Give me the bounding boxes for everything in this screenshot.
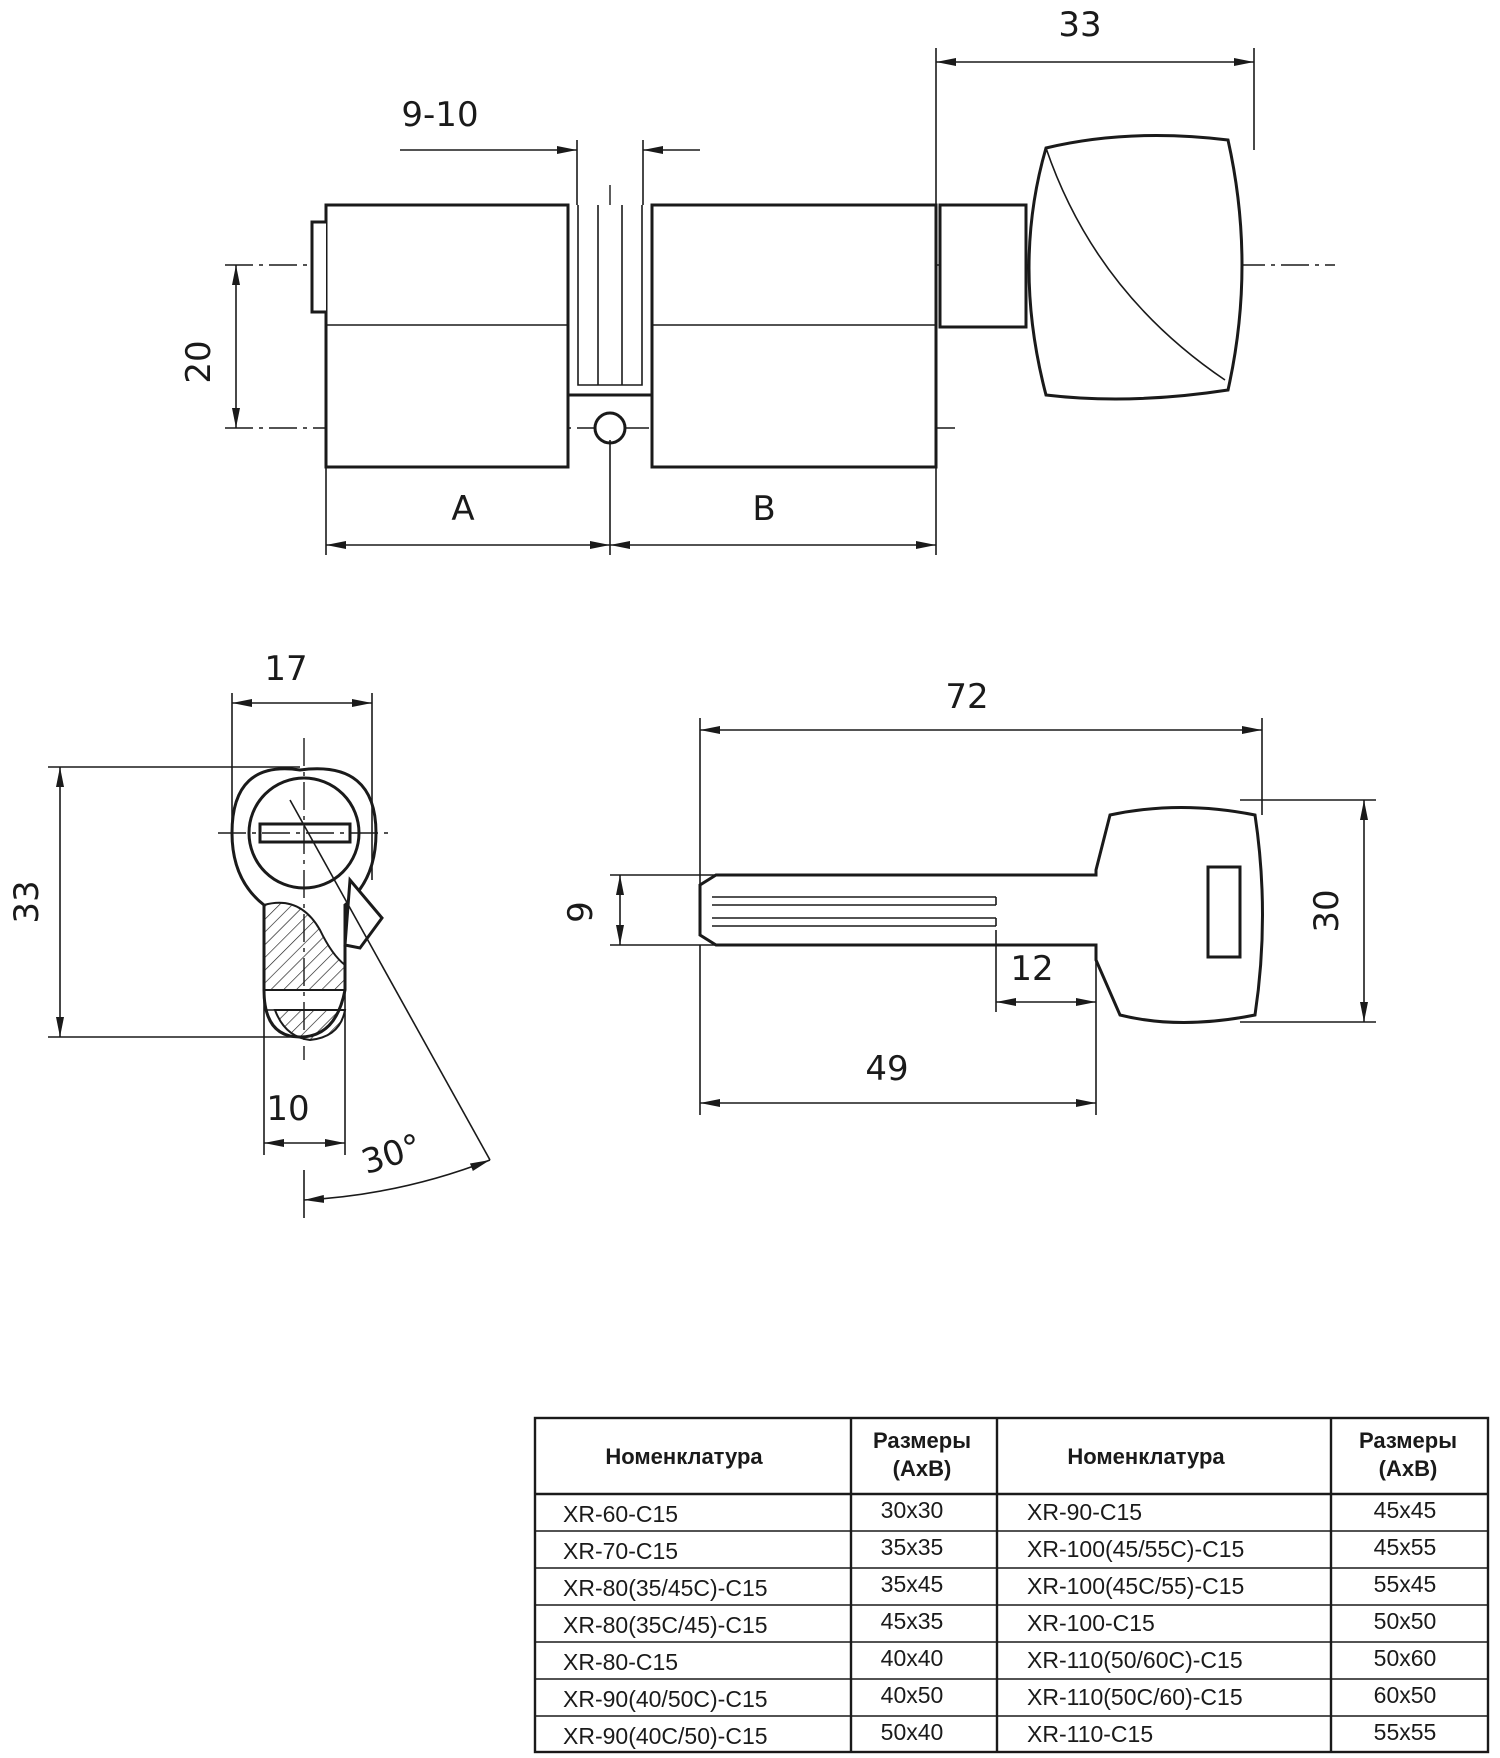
row-size-left: 30x30 [881, 1497, 944, 1523]
key-view: 72 9 30 12 49 [561, 677, 1376, 1115]
row-size-right: 50x50 [1374, 1608, 1437, 1634]
row-size-left: 45x35 [881, 1608, 944, 1634]
header-size-left-1: Размеры [873, 1428, 971, 1453]
row-name-right: XR-100(45/55C)-C15 [1027, 1536, 1244, 1562]
dim-blade-length: 49 [865, 1049, 908, 1089]
row-name-right: XR-110(50/60C)-C15 [1027, 1647, 1243, 1673]
row-name-left: XR-70-C15 [563, 1538, 678, 1564]
row-size-left: 40x50 [881, 1682, 944, 1708]
cylinder-profile-view: 17 33 10 30° [7, 649, 491, 1218]
table-row: XR-80(35C/45)-C15 45x35 XR-100-C15 50x50 [563, 1608, 1436, 1638]
spec-table: Номенклатура Размеры (АхВ) Номенклатура … [533, 1416, 1490, 1754]
fixing-hole [593, 411, 627, 445]
dim-shoulder-gap: 12 [1010, 949, 1053, 989]
dim-blade-height: 9 [561, 901, 601, 923]
row-size-right: 45x55 [1374, 1534, 1437, 1560]
row-name-right: XR-90-C15 [1027, 1499, 1142, 1525]
table-row: XR-70-C15 35x35 XR-100(45/55C)-C15 45x55 [563, 1534, 1436, 1564]
row-size-left: 35x35 [881, 1534, 944, 1560]
dim-profile-height: 33 [7, 880, 47, 923]
thumb-turn-shaft [938, 203, 1028, 329]
row-name-left: XR-90(40C/50)-C15 [563, 1723, 768, 1749]
dim-side-b: B [752, 489, 775, 529]
header-size-right-1: Размеры [1359, 1428, 1457, 1453]
header-name-right: Номенклатура [1067, 1444, 1225, 1469]
row-name-right: XR-110(50C/60)-C15 [1027, 1684, 1243, 1710]
row-name-left: XR-90(40/50C)-C15 [563, 1686, 768, 1712]
dim-cam-width: 10 [266, 1089, 309, 1129]
header-size-left-2: (АхВ) [893, 1456, 952, 1481]
thumb-turn-knob [1027, 134, 1244, 401]
dim-side-a: A [451, 489, 474, 529]
key-outline [698, 806, 1264, 1024]
row-name-right: XR-100(45C/55)-C15 [1027, 1573, 1244, 1599]
row-size-left: 50x40 [881, 1719, 944, 1745]
key-bow-hole [1206, 865, 1242, 959]
row-name-left: XR-80(35/45C)-C15 [563, 1575, 768, 1601]
row-size-left: 35x45 [881, 1571, 944, 1597]
header-name-left: Номенклатура [605, 1444, 763, 1469]
cam-slot [566, 205, 654, 397]
header-size-right-2: (АхВ) [1379, 1456, 1438, 1481]
dim-key-length: 72 [945, 677, 988, 717]
dim-knob-length: 33 [1058, 5, 1101, 45]
row-name-left: XR-80(35C/45)-C15 [563, 1612, 768, 1638]
cylinder-front-view: 33 9-10 20 A B [179, 5, 1335, 555]
cam-tab [343, 876, 384, 950]
row-name-right: XR-110-C15 [1027, 1721, 1153, 1747]
row-name-left: XR-60-C15 [563, 1501, 678, 1527]
cylinder-body-left [324, 203, 570, 469]
row-size-right: 45x45 [1374, 1497, 1437, 1523]
dim-slot-width: 9-10 [401, 95, 478, 135]
row-size-right: 55x55 [1374, 1719, 1437, 1745]
cylinder-end-cap [310, 220, 326, 314]
table-row: XR-80-C15 40x40 XR-110(50/60C)-C15 50x60 [563, 1645, 1436, 1675]
row-name-left: XR-80-C15 [563, 1649, 678, 1675]
cam-section-hatch [263, 901, 346, 991]
table-row: XR-90(40/50C)-C15 40x50 XR-110(50C/60)-C… [563, 1682, 1436, 1712]
row-size-left: 40x40 [881, 1645, 944, 1671]
row-size-right: 50x60 [1374, 1645, 1437, 1671]
table-row: XR-90(40C/50)-C15 50x40 XR-110-C15 55x55 [563, 1719, 1436, 1749]
row-size-right: 60x50 [1374, 1682, 1437, 1708]
row-size-right: 55x45 [1374, 1571, 1437, 1597]
dim-bow-height: 30 [1307, 889, 1347, 932]
dim-profile-width: 17 [264, 649, 307, 689]
table-row: XR-60-C15 30x30 XR-90-C15 45x45 [563, 1497, 1436, 1527]
table-row: XR-80(35/45C)-C15 35x45 XR-100(45C/55)-C… [563, 1571, 1436, 1601]
cylinder-body-right [650, 203, 938, 469]
dim-axis-spacing: 20 [179, 340, 219, 383]
row-name-right: XR-100-C15 [1027, 1610, 1155, 1636]
dim-cam-angle: 30° [357, 1126, 427, 1183]
